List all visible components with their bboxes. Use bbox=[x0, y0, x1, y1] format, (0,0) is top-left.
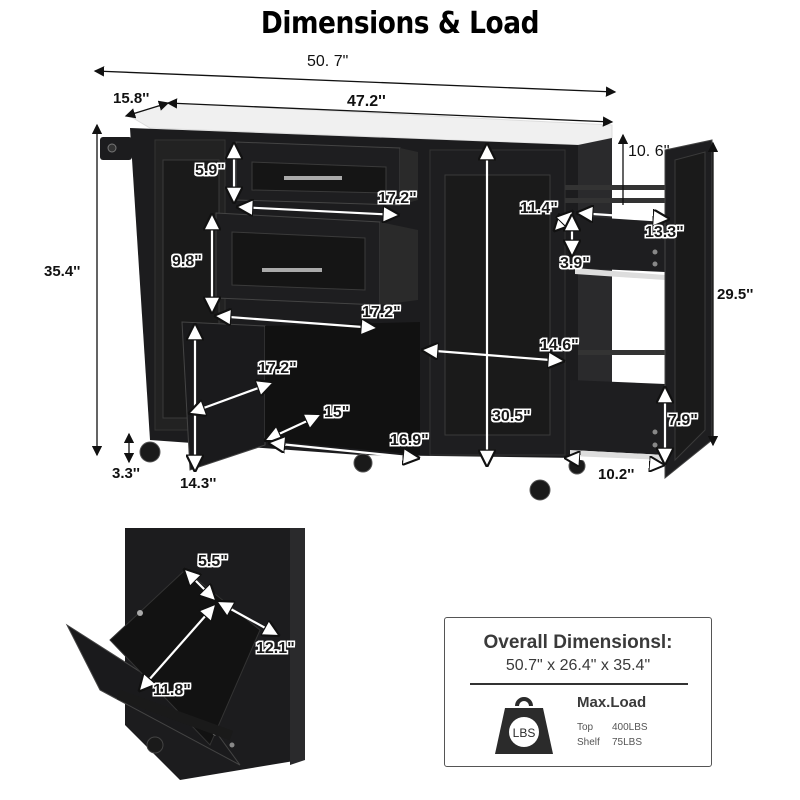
svg-text:LBS: LBS bbox=[513, 726, 536, 740]
trash-bin-inset bbox=[65, 528, 305, 780]
overall-dimensions-box: Overall Dimensionsl: 50.7" x 26.4" x 35.… bbox=[444, 617, 712, 767]
rack-width-label: 13.3" bbox=[645, 224, 684, 241]
divider bbox=[470, 683, 688, 685]
top-width-label: 47.2'' bbox=[347, 93, 386, 110]
overall-width-label: 50. 7" bbox=[307, 53, 349, 70]
caster bbox=[353, 453, 373, 473]
cabinet-depth-label: 17.2" bbox=[258, 360, 297, 377]
top-drawer-height-label: 5.9" bbox=[195, 162, 225, 179]
caster bbox=[139, 441, 161, 463]
max-load-title: Max.Load bbox=[577, 694, 647, 711]
total-height-label: 35.4'' bbox=[44, 263, 81, 280]
right-cabinet-height-label: 30.5" bbox=[492, 408, 531, 425]
caster-height-label: 3.3'' bbox=[112, 465, 140, 482]
rack-top-gap-label: 10. 6'' bbox=[628, 143, 670, 160]
bottom-drawer-height-label: 9.8" bbox=[172, 253, 202, 270]
rack-shelf-height-label: 3.9" bbox=[560, 255, 590, 272]
caster bbox=[568, 457, 586, 475]
bin-width-label: 12.1" bbox=[256, 640, 295, 657]
right-cabinet-width-label: 14.6" bbox=[540, 337, 579, 354]
weight-icon: LBS bbox=[495, 697, 553, 754]
rack-depth-label: 11.4" bbox=[520, 200, 558, 217]
overall-dimensions-value: 50.7" x 26.4" x 35.4" bbox=[505, 657, 651, 674]
top-depth-label: 15.8'' bbox=[113, 90, 150, 107]
bin-depth-label: 5.5" bbox=[198, 553, 228, 570]
info-title: Overall Dimensionsl: bbox=[483, 632, 673, 653]
page-title: Dimensions & Load bbox=[260, 6, 540, 41]
bottom-drawer-width-label: 17.2" bbox=[362, 304, 401, 321]
cabinet-inner-depth-label: 15" bbox=[324, 404, 350, 421]
pullout-width-label: 10.2'' bbox=[598, 466, 635, 483]
top-drawer-width-label: 17.2" bbox=[378, 190, 417, 207]
pullout-height-label: 7.9" bbox=[668, 412, 698, 429]
bin-height-label: 11.8" bbox=[153, 682, 191, 699]
cabinet-width-label: 16.9" bbox=[390, 432, 429, 449]
door-height-label: 14.3'' bbox=[180, 475, 217, 492]
side-height-label: 29.5'' bbox=[717, 286, 754, 303]
caster bbox=[529, 479, 551, 501]
